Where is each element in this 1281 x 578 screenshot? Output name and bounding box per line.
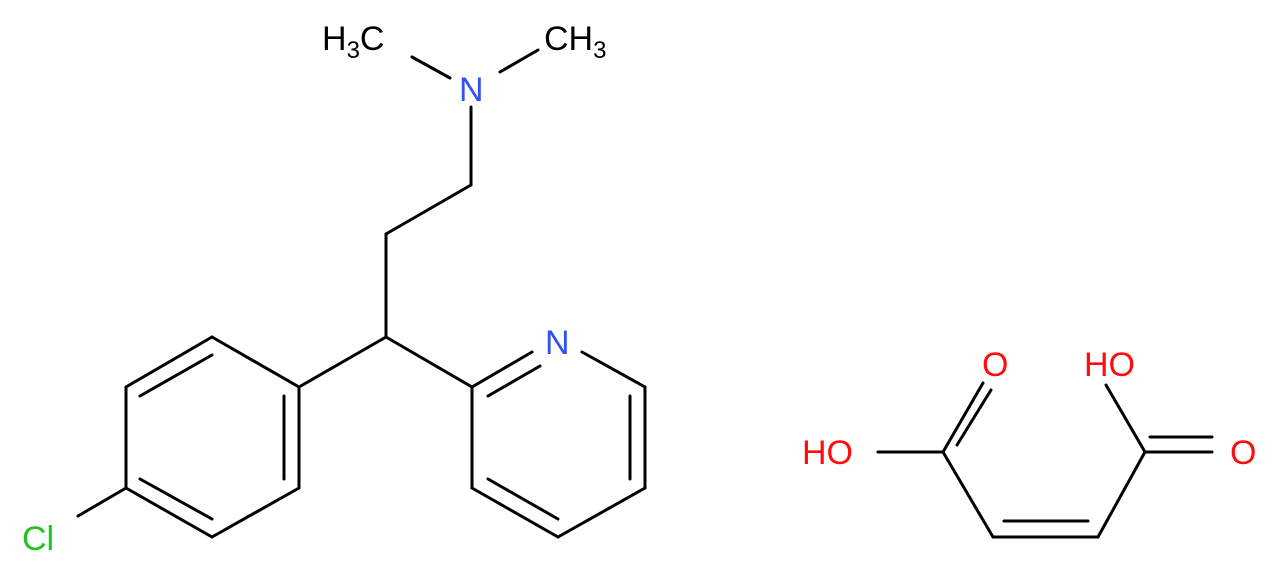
carbonyl-right-label: O — [1230, 434, 1256, 472]
bond-c1-o-inner — [955, 388, 993, 447]
amine-nitrogen-label: N — [459, 71, 484, 109]
pyridine-nitrogen-label: N — [545, 324, 570, 362]
bond-ch2-ch2 — [384, 183, 473, 236]
chlorine-label: Cl — [22, 520, 54, 558]
methyl-left-label: H3C — [322, 20, 384, 64]
bond-ch-phenyl — [297, 335, 388, 389]
carbonyl-left-label: O — [982, 346, 1008, 384]
bond-c1-o-outer — [941, 381, 985, 454]
bond-c4-ho — [1104, 383, 1147, 454]
methyl-right-label: CH3 — [544, 20, 606, 64]
bond-c-cl — [76, 486, 128, 518]
pyridine-ring — [470, 350, 647, 539]
chlorphenamine-molecule: H3C CH3 N N Cl — [22, 20, 647, 558]
bond-c3-c4 — [1096, 450, 1147, 539]
chlorophenyl-ring — [124, 335, 301, 539]
bond-ch-pyridyl — [384, 335, 474, 389]
hydroxyl-right-label: HO — [1084, 346, 1135, 384]
bond-methyl-left — [410, 55, 452, 80]
maleic-acid-molecule: HO O HO O — [802, 346, 1256, 539]
bond-methyl-right — [498, 48, 540, 74]
bond-c1-c2 — [941, 450, 995, 539]
hydroxyl-left-label: HO — [802, 434, 853, 472]
